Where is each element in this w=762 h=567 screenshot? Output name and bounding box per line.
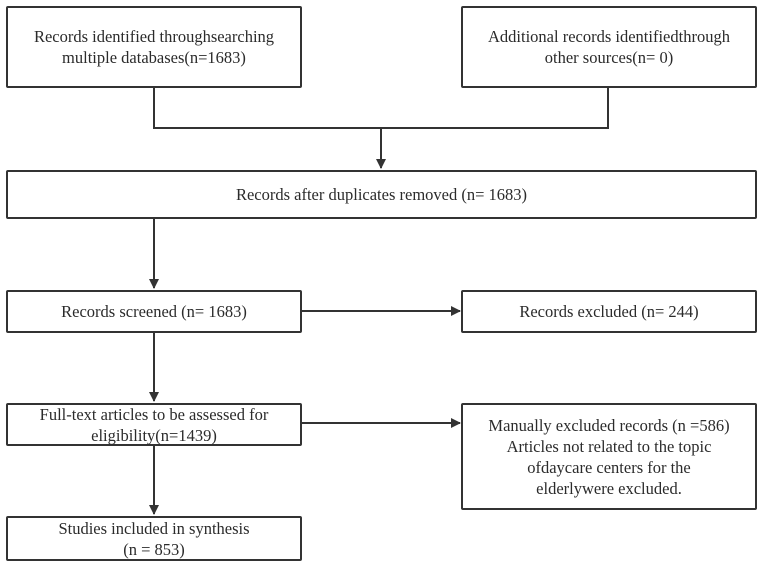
- screened-box: Records screened (n= 1683): [6, 290, 302, 333]
- screened-text: Records screened (n= 1683): [61, 302, 247, 321]
- manual-excluded-box: Manually excluded records (n =586) Artic…: [461, 403, 757, 510]
- after-duplicates-text: Records after duplicates removed (n= 168…: [235, 185, 528, 204]
- merge-connector: [153, 88, 609, 129]
- fulltext-box: Full-text articles to be assessed for el…: [6, 403, 302, 446]
- after-duplicates-box: Records after duplicates removed (n= 168…: [6, 170, 757, 219]
- identified-databases-box: Records identified throughsearching mult…: [6, 6, 302, 88]
- included-text: Studies included in synthesis (n = 853): [58, 518, 250, 559]
- identified-other-sources-text: Additional records identifiedthrough oth…: [488, 27, 730, 67]
- identified-other-sources-box: Additional records identifiedthrough oth…: [461, 6, 757, 88]
- identified-databases-text: Records identified throughsearching mult…: [33, 27, 275, 67]
- excluded-box: Records excluded (n= 244): [461, 290, 757, 333]
- manual-excluded-text: Manually excluded records (n =586) Artic…: [488, 415, 730, 498]
- included-box: Studies included in synthesis (n = 853): [6, 516, 302, 561]
- excluded-text: Records excluded (n= 244): [519, 302, 699, 321]
- fulltext-text: Full-text articles to be assessed for el…: [39, 404, 269, 445]
